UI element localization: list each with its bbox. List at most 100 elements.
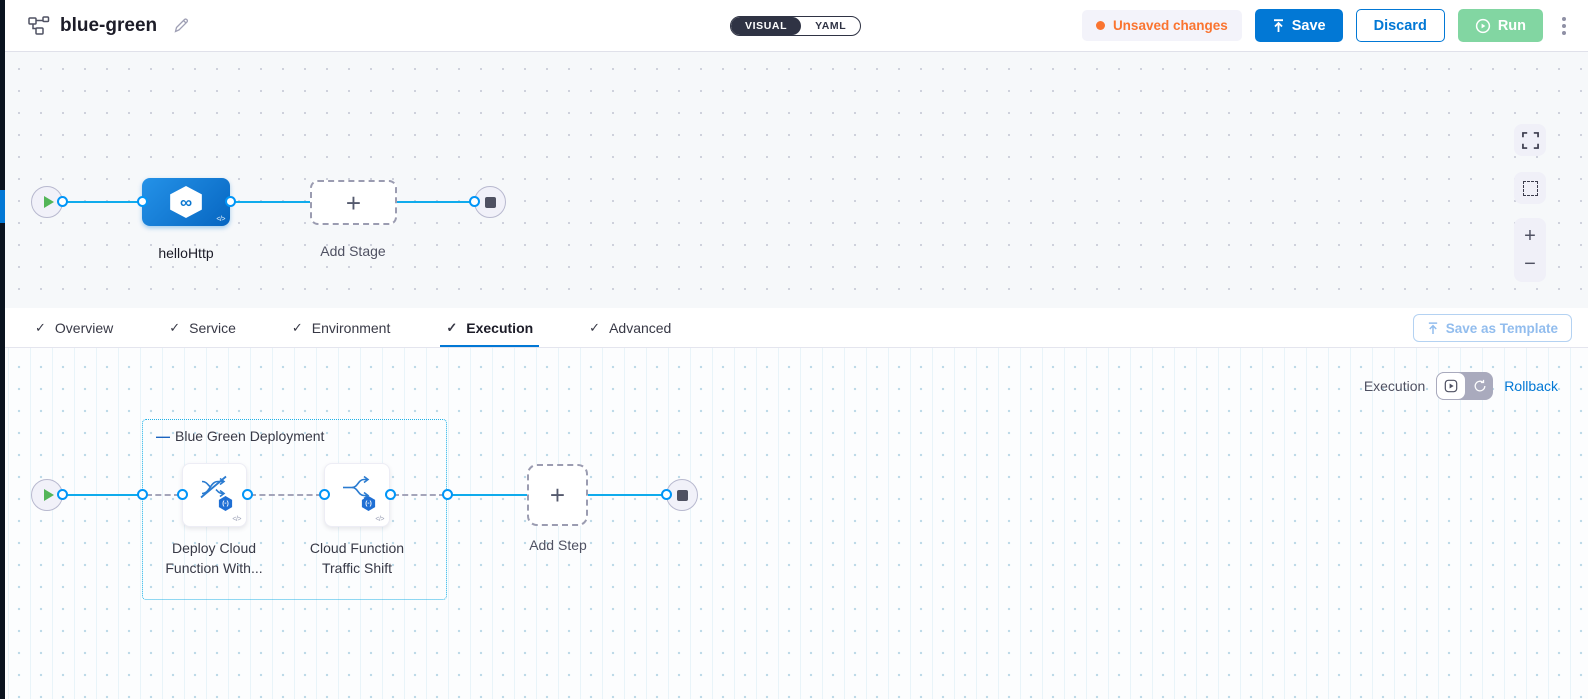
plus-icon: + bbox=[345, 187, 362, 218]
check-icon: ✓ bbox=[35, 319, 46, 335]
discard-button-label: Discard bbox=[1373, 17, 1427, 34]
stage-canvas[interactable]: ∞ </> helloHttp + Add Stage + − bbox=[0, 52, 1588, 308]
unsaved-changes-badge: Unsaved changes bbox=[1081, 10, 1242, 41]
step-node-deploy-cloud-function[interactable]: (-) </> bbox=[182, 463, 247, 527]
check-icon: ✓ bbox=[589, 319, 601, 335]
run-button-label: Run bbox=[1497, 17, 1526, 34]
tab-advanced[interactable]: ✓ Advanced bbox=[589, 308, 671, 347]
start-play-icon bbox=[43, 489, 54, 501]
collapsed-nav-strip bbox=[0, 0, 5, 699]
code-icon: </> bbox=[375, 516, 384, 523]
tab-advanced-label: Advanced bbox=[609, 319, 672, 336]
connector-port[interactable] bbox=[57, 196, 68, 207]
collapse-dash-icon[interactable]: — bbox=[156, 428, 170, 444]
tab-overview-label: Overview bbox=[54, 319, 114, 336]
step-name-label: Deploy Cloud Function With... bbox=[165, 540, 263, 576]
zoom-out-button[interactable]: − bbox=[1524, 253, 1536, 275]
stage-tabbar: ✓ Overview ✓ Service ✓ Environment ✓ Exe… bbox=[0, 308, 1588, 348]
marquee-icon bbox=[1522, 180, 1538, 196]
check-icon: ✓ bbox=[446, 319, 458, 335]
execution-view-button[interactable] bbox=[1436, 372, 1466, 400]
step-name-label: Cloud Function Traffic Shift bbox=[309, 540, 405, 576]
check-icon: ✓ bbox=[291, 319, 303, 335]
step-group-title: — Blue Green Deployment bbox=[156, 428, 324, 444]
connector-dashed bbox=[250, 494, 322, 496]
connector-port[interactable] bbox=[225, 196, 236, 207]
execution-mode-label: Execution bbox=[1363, 378, 1426, 394]
connector-port[interactable] bbox=[177, 489, 188, 500]
save-button-label: Save bbox=[1291, 17, 1326, 34]
connector-dashed bbox=[393, 494, 445, 496]
deployment-stage-icon: ∞ bbox=[170, 186, 202, 218]
cloud-function-badge-icon: (-) bbox=[218, 496, 233, 511]
start-play-icon bbox=[43, 196, 54, 208]
rollback-link[interactable]: Rollback bbox=[1504, 378, 1558, 394]
connector-port[interactable] bbox=[242, 489, 253, 500]
rollback-view-icon bbox=[1474, 379, 1486, 392]
stage-node-hellohttp[interactable]: ∞ </> bbox=[142, 178, 230, 226]
add-stage-button[interactable]: + bbox=[310, 180, 397, 225]
connector-port[interactable] bbox=[661, 489, 672, 500]
connector bbox=[395, 201, 475, 203]
selected-stage-indicator bbox=[0, 190, 5, 223]
connector bbox=[62, 494, 142, 496]
code-icon: </> bbox=[232, 516, 241, 523]
execution-canvas[interactable]: Execution Rollback bbox=[0, 348, 1588, 699]
upload-icon bbox=[1427, 321, 1439, 335]
connector-port[interactable] bbox=[469, 196, 480, 207]
connector-port[interactable] bbox=[442, 489, 453, 500]
code-icon: </> bbox=[216, 216, 225, 223]
tab-environment-label: Environment bbox=[311, 319, 391, 336]
edit-title-icon[interactable] bbox=[173, 17, 190, 34]
connector bbox=[588, 494, 667, 496]
connector-port[interactable] bbox=[57, 489, 68, 500]
execution-view-icon bbox=[1444, 379, 1458, 393]
tab-execution-label: Execution bbox=[466, 319, 534, 336]
fullscreen-icon bbox=[1521, 131, 1539, 149]
connector bbox=[450, 494, 527, 496]
connector-port[interactable] bbox=[319, 489, 330, 500]
tab-overview[interactable]: ✓ Overview bbox=[35, 308, 113, 347]
toggle-visual[interactable]: VISUAL bbox=[731, 17, 802, 35]
discard-button[interactable]: Discard bbox=[1355, 9, 1445, 42]
save-as-template-label: Save as Template bbox=[1445, 320, 1558, 336]
tab-execution[interactable]: ✓ Execution bbox=[440, 308, 539, 347]
stage-name-label: helloHttp bbox=[158, 245, 214, 261]
stop-square-icon bbox=[676, 489, 688, 501]
execution-rollback-toggle bbox=[1436, 372, 1494, 400]
step-group-title-label: Blue Green Deployment bbox=[175, 428, 325, 444]
connector bbox=[62, 201, 142, 203]
more-options-icon[interactable] bbox=[1556, 13, 1572, 39]
connector-port[interactable] bbox=[385, 489, 396, 500]
connector bbox=[230, 201, 312, 203]
unsaved-dot-icon bbox=[1095, 21, 1105, 30]
run-button[interactable]: Run bbox=[1457, 9, 1543, 42]
connector-port[interactable] bbox=[137, 196, 148, 207]
zoom-in-button[interactable]: + bbox=[1524, 225, 1536, 247]
zoom-controls: + − bbox=[1514, 218, 1546, 282]
unsaved-changes-label: Unsaved changes bbox=[1112, 18, 1228, 33]
rollback-view-button[interactable] bbox=[1466, 372, 1494, 400]
tab-environment[interactable]: ✓ Environment bbox=[292, 308, 391, 347]
add-step-button[interactable]: + bbox=[527, 464, 588, 526]
multi-select-button[interactable] bbox=[1514, 172, 1546, 204]
add-step-label: Add Step bbox=[529, 537, 587, 553]
check-icon: ✓ bbox=[169, 319, 181, 335]
tab-service[interactable]: ✓ Service bbox=[169, 308, 236, 347]
run-play-icon bbox=[1475, 18, 1491, 34]
save-button[interactable]: Save bbox=[1254, 9, 1343, 42]
page-title: blue-green bbox=[60, 14, 158, 36]
step-node-traffic-shift[interactable]: (-) </> bbox=[324, 463, 390, 527]
save-as-template-button[interactable]: Save as Template bbox=[1412, 314, 1572, 342]
connector-port[interactable] bbox=[137, 489, 148, 500]
stop-square-icon bbox=[484, 196, 496, 208]
cloud-function-badge-icon: (-) bbox=[361, 496, 376, 511]
fullscreen-button[interactable] bbox=[1514, 124, 1546, 156]
pipeline-icon bbox=[28, 16, 50, 35]
traffic-shift-icon bbox=[341, 475, 373, 506]
plus-icon: + bbox=[549, 480, 566, 510]
tab-service-label: Service bbox=[189, 319, 236, 336]
toggle-yaml[interactable]: YAML bbox=[815, 20, 847, 32]
step-group-blue-green[interactable]: — Blue Green Deployment bbox=[142, 419, 447, 600]
